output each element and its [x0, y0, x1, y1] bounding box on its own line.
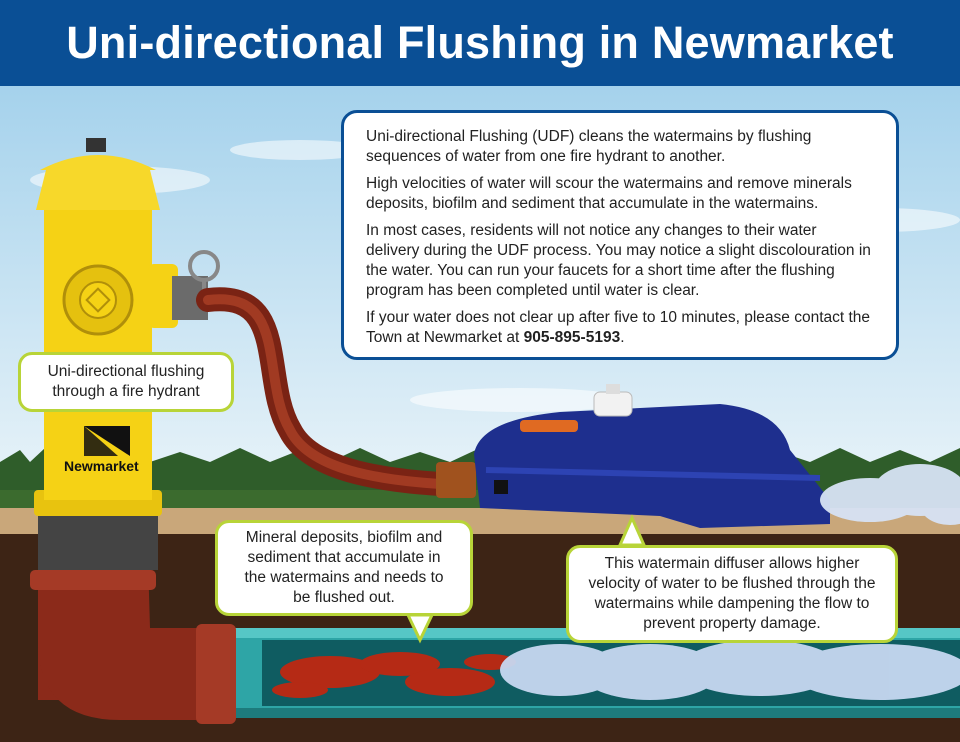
newmarket-logo-text: Newmarket	[64, 458, 139, 474]
info-paragraph: Uni-directional Flushing (UDF) cleans th…	[366, 128, 812, 165]
deposits-callout: Mineral deposits, biofilm and sediment t…	[215, 520, 473, 616]
title-bar	[0, 0, 960, 86]
contact-text: If your water does not clear up after fi…	[366, 309, 871, 346]
elbow-pipe	[30, 560, 236, 724]
phone-number: 905-895-5193	[523, 329, 621, 346]
diffuser-callout-text: This watermain diffuser allows higher ve…	[588, 555, 876, 632]
info-panel: Uni-directional Flushing (UDF) cleans th…	[341, 110, 899, 360]
water-flow	[500, 640, 960, 700]
watermain-diffuser	[474, 384, 830, 528]
sediment	[272, 652, 516, 698]
info-paragraph: In most cases, residents will not notice…	[366, 222, 871, 299]
deposits-callout-text: Mineral deposits, biofilm and sediment t…	[244, 529, 444, 606]
contact-period: .	[620, 329, 625, 346]
hydrant-callout: Uni-directional flushing through a fire …	[18, 352, 234, 412]
water-spray	[820, 464, 960, 525]
contact-paragraph: If your water does not clear up after fi…	[366, 308, 874, 348]
hydrant-callout-text: Uni-directional flushing through a fire …	[47, 363, 205, 400]
info-paragraph: High velocities of water will scour the …	[366, 175, 852, 212]
newmarket-logo-mark	[84, 426, 130, 456]
diffuser-callout: This watermain diffuser allows higher ve…	[566, 545, 898, 643]
page-title: Uni-directional Flushing in Newmarket	[66, 17, 894, 68]
